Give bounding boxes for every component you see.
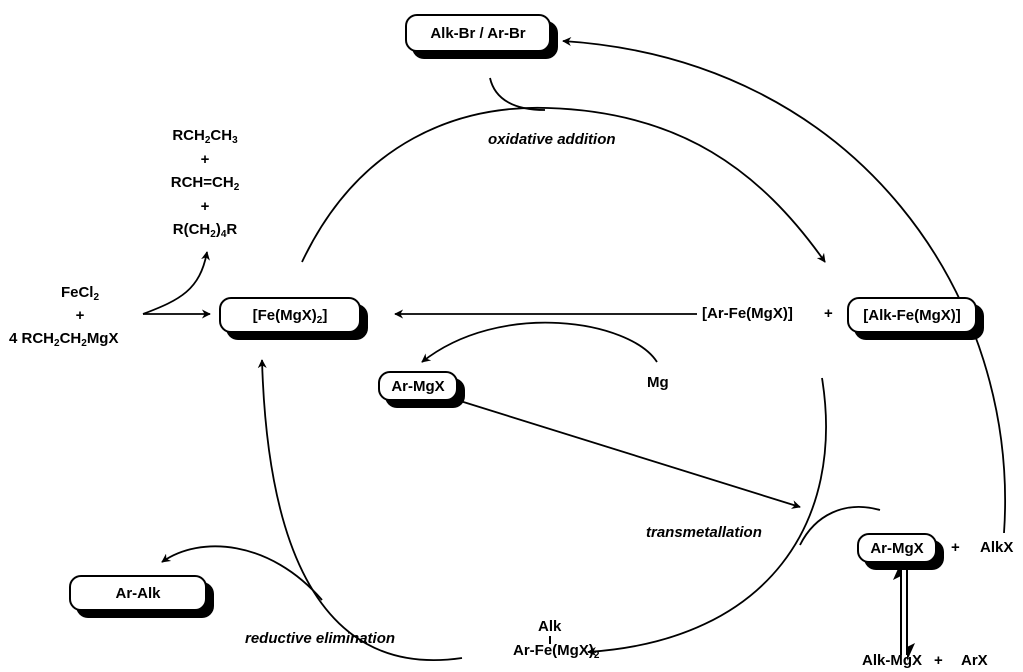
start-plus: + — [75, 307, 85, 324]
equilibrium-up-head — [893, 562, 901, 580]
ar-mgx-outer-box: Ar-MgX — [857, 533, 937, 563]
equilibrium-down-head — [907, 643, 915, 661]
alk-fe-mgx-box: [Alk-Fe(MgX)] — [847, 297, 977, 333]
byproduct-alkene: RCH=CH2 — [170, 174, 240, 193]
start-grignard: 4 RCH2CH2MgX — [9, 330, 119, 349]
complex-bond-line — [549, 636, 551, 644]
complex-ar-fe-label: Ar-Fe(MgX)2 — [513, 642, 600, 661]
byproduct-plus-1: + — [200, 151, 210, 168]
alkyl-aryl-bromide-box: Alk-Br / Ar-Br — [405, 14, 551, 52]
alkyl-grignard-label: Alk-MgX — [862, 652, 922, 669]
plus-middle: + — [824, 305, 833, 322]
ar-alk-product-box: Ar-Alk — [69, 575, 207, 611]
label-oxidative-addition: oxidative addition — [488, 131, 616, 148]
byproduct-plus-2: + — [200, 198, 210, 215]
product-release-curve — [161, 545, 323, 601]
transmetallation-arc — [587, 377, 827, 656]
transmetallation-hook — [799, 506, 881, 546]
ar-mgx-inner-box: Ar-MgX — [378, 371, 458, 401]
oxidative-addition-arc — [301, 106, 826, 263]
armgx-diagonal-arrow — [456, 399, 801, 509]
alkbr-entry-hook — [489, 77, 546, 111]
mg-insertion-curve — [421, 321, 658, 363]
alkyl-halide-label: AlkX — [980, 539, 1014, 556]
start-fecl2: FeCl2 — [60, 284, 100, 303]
alkx-return-arc — [562, 37, 1006, 534]
plus-alkx: + — [951, 539, 960, 556]
fe-mgx2-catalyst-box: [Fe(MgX)2] — [219, 297, 361, 333]
byproduct-dimer: R(CH2)4R — [172, 221, 238, 240]
aryl-halide-label: ArX — [961, 652, 988, 669]
byproduct-ethane: RCH2CH3 — [172, 127, 238, 146]
ar-fe-mgx-species: [Ar-Fe(MgX)] — [702, 305, 793, 322]
magnesium-label: Mg — [647, 374, 669, 391]
label-transmetallation: transmetallation — [646, 524, 762, 541]
byproduct-curve — [142, 251, 210, 315]
reductive-elimination-arc — [257, 359, 463, 661]
complex-alkyl-label: Alk — [538, 618, 562, 635]
label-reductive-elimination: reductive elimination — [245, 630, 396, 647]
plus-arx: + — [934, 652, 943, 669]
